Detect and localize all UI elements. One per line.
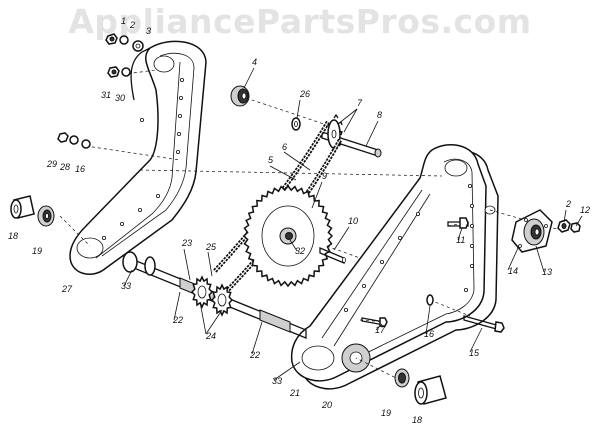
callout-28: 28 (59, 162, 70, 172)
callout-29: 29 (46, 159, 57, 169)
callout-10: 10 (348, 216, 358, 226)
callout-9: 9 (322, 171, 327, 181)
callout-24: 24 (205, 331, 216, 341)
callout-18a: 18 (8, 231, 18, 241)
callout-17: 17 (375, 325, 386, 335)
callout-23: 23 (181, 238, 192, 248)
lower-sprocket-right (210, 283, 234, 317)
callout-19b: 19 (381, 408, 391, 418)
callout-31: 31 (101, 90, 111, 100)
hub-assembly (511, 209, 553, 253)
callout-13: 13 (542, 267, 552, 277)
right-side-plate (290, 143, 499, 390)
upper-sprocket (327, 113, 343, 152)
callout-14: 14 (508, 266, 518, 276)
callout-16a: 16 (75, 164, 85, 174)
callout-26: 26 (299, 89, 310, 99)
long-bolt-15 (463, 315, 505, 333)
callout-22b: 22 (249, 350, 260, 360)
callout-2a: 2 (129, 20, 135, 30)
callout-19a: 19 (32, 246, 42, 256)
callout-15: 15 (469, 348, 480, 358)
callout-16b: 16 (424, 329, 434, 339)
callout-6: 6 (282, 142, 287, 152)
callout-3a: 3 (146, 26, 151, 36)
callout-20: 20 (321, 400, 332, 410)
callout-21: 21 (289, 388, 300, 398)
left-mid-hardware (107, 66, 131, 78)
idler-pin (319, 247, 346, 264)
callout-12: 12 (580, 205, 590, 215)
washer-16-right (426, 294, 434, 306)
left-top-hardware (105, 33, 144, 52)
callout-33a: 33 (121, 281, 131, 291)
bushing-18-right (414, 375, 447, 405)
callout-32: 32 (295, 246, 305, 256)
callout-33b: 33 (272, 376, 282, 386)
bearing (230, 85, 250, 107)
lower-sprocket-left (190, 275, 214, 309)
bearing-19-left (37, 205, 55, 227)
callout-8: 8 (377, 110, 382, 120)
callout-4: 4 (252, 57, 257, 67)
leader-lines (123, 67, 583, 381)
left-lower-hardware (57, 132, 91, 149)
callout-1: 1 (121, 16, 126, 26)
left-side-plate (69, 40, 207, 275)
callout-7: 7 (357, 98, 363, 108)
large-sprocket (242, 184, 334, 288)
callout-25: 25 (205, 242, 217, 252)
bearing-19-right (394, 368, 410, 388)
callout-22a: 22 (172, 315, 183, 325)
callout-27: 27 (61, 284, 73, 294)
hub-nut (557, 219, 581, 233)
bushing-18-left (10, 195, 35, 219)
callout-2b: 2 (565, 199, 571, 209)
spacer-washer (291, 117, 301, 131)
callout-11: 11 (456, 235, 465, 245)
callout-18b: 18 (412, 415, 422, 425)
callout-30: 30 (115, 93, 125, 103)
bolt-11 (447, 217, 469, 229)
callout-5: 5 (268, 155, 274, 165)
